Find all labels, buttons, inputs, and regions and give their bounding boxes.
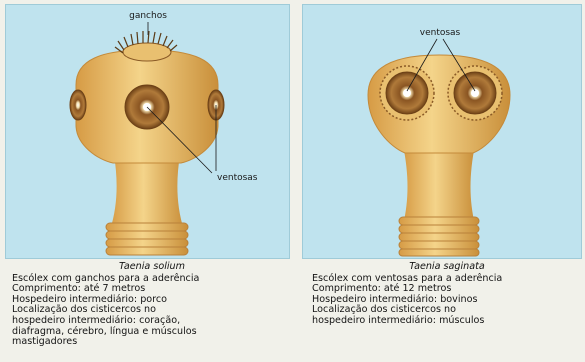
neck (110, 155, 184, 230)
label-ganchos: ganchos (129, 11, 167, 21)
neck (403, 145, 475, 225)
caption-line: mastigadores (12, 337, 292, 348)
caption-line: hospedeiro intermediário: músculos (312, 316, 582, 327)
sucker-left (70, 90, 86, 120)
label-ventosas-right: ventosas (420, 28, 461, 38)
taenia-saginata-caption: Taenia saginata Escólex com ventosas par… (312, 262, 582, 327)
taenia-saginata-illustration-panel: ventosas (302, 4, 582, 259)
taenia-solium-caption: Taenia solium Escólex com ganchos para a… (12, 262, 292, 348)
taenia-solium-scolex-illustration: ganchos ventosas (6, 5, 289, 258)
species-title-solium: Taenia solium (12, 262, 292, 273)
proglottid-segments (399, 217, 479, 256)
sucker-right (448, 66, 502, 120)
caption-line: hospedeiro intermediário: coração, (12, 316, 292, 327)
taenia-saginata-scolex-illustration: ventosas (303, 5, 581, 258)
species-title-saginata: Taenia saginata (312, 262, 582, 273)
proglottid-segments (106, 223, 188, 255)
label-ventosas-left: ventosas (217, 173, 258, 183)
sucker-left (380, 66, 434, 120)
taenia-solium-illustration-panel: ganchos ventosas (5, 4, 290, 259)
